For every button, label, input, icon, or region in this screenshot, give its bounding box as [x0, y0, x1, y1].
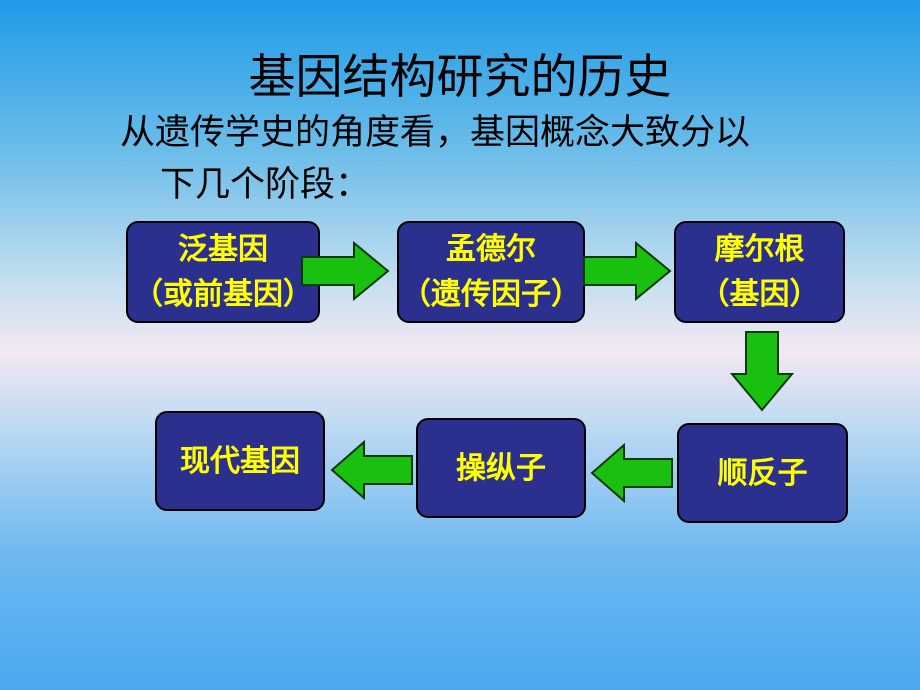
stage-sublabel: （或前基因）	[133, 277, 313, 312]
stage-box-morgan: 摩尔根 （基因）	[674, 221, 845, 323]
arrow-right-icon	[583, 241, 672, 301]
stage-box-cistron: 顺反子	[677, 423, 848, 523]
stage-label: 孟德尔	[446, 232, 536, 267]
slide-title: 基因结构研究的历史	[248, 50, 672, 105]
arrow-right-icon	[301, 241, 390, 301]
arrow-left-icon	[590, 443, 673, 503]
intro-line-1: 从遗传学史的角度看，基因概念大致分以	[120, 113, 751, 153]
stage-box-pangene: 泛基因 （或前基因）	[126, 221, 320, 323]
stage-sublabel: （基因）	[699, 277, 820, 312]
stage-label: 操纵子	[456, 450, 546, 486]
stage-label: 顺反子	[717, 455, 808, 491]
stage-box-operon: 操纵子	[416, 418, 586, 518]
stage-label: 摩尔根	[714, 232, 805, 267]
arrow-down-icon	[730, 331, 794, 412]
intro-text: 从遗传学史的角度看，基因概念大致分以 下几个阶段：	[120, 116, 880, 203]
intro-line-2: 下几个阶段：	[160, 165, 371, 205]
stage-sublabel: （遗传因子）	[401, 277, 581, 312]
stage-label: 泛基因	[178, 232, 268, 267]
stage-box-modern-gene: 现代基因	[155, 411, 325, 511]
stage-label: 现代基因	[180, 443, 300, 479]
stage-box-mendel: 孟德尔 （遗传因子）	[397, 221, 585, 323]
arrow-left-icon	[330, 440, 413, 500]
